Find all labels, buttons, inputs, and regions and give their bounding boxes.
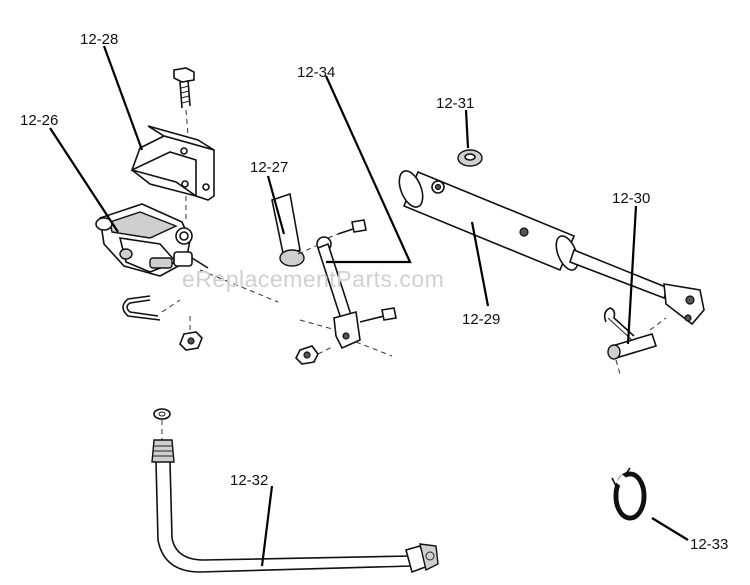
watermark-text: eReplacementParts.com [182, 266, 444, 292]
part-12-33-ring[interactable] [611, 467, 647, 521]
callout-12-29: 12-29 [462, 311, 500, 328]
part-12-31-washer[interactable] [457, 149, 483, 167]
part-12-34-lever[interactable] [295, 219, 397, 365]
callout-12-33: 12-33 [690, 536, 728, 553]
callout-12-28: 12-28 [80, 31, 118, 48]
leader-lines [49, 45, 689, 567]
part-12-26-valve[interactable] [95, 203, 279, 351]
part-12-29-cylinder[interactable] [395, 168, 705, 331]
callout-12-31: 12-31 [436, 95, 474, 112]
part-12-30-pin[interactable] [603, 307, 658, 375]
callout-12-34: 12-34 [297, 64, 335, 81]
callout-12-30: 12-30 [612, 190, 650, 207]
part-12-28-bracket[interactable] [130, 67, 215, 222]
part-12-27-knob[interactable] [271, 192, 317, 267]
callout-12-32: 12-32 [230, 472, 268, 489]
callout-12-26: 12-26 [20, 112, 58, 129]
callout-12-27: 12-27 [250, 159, 288, 176]
part-12-32-hose[interactable] [151, 408, 439, 574]
